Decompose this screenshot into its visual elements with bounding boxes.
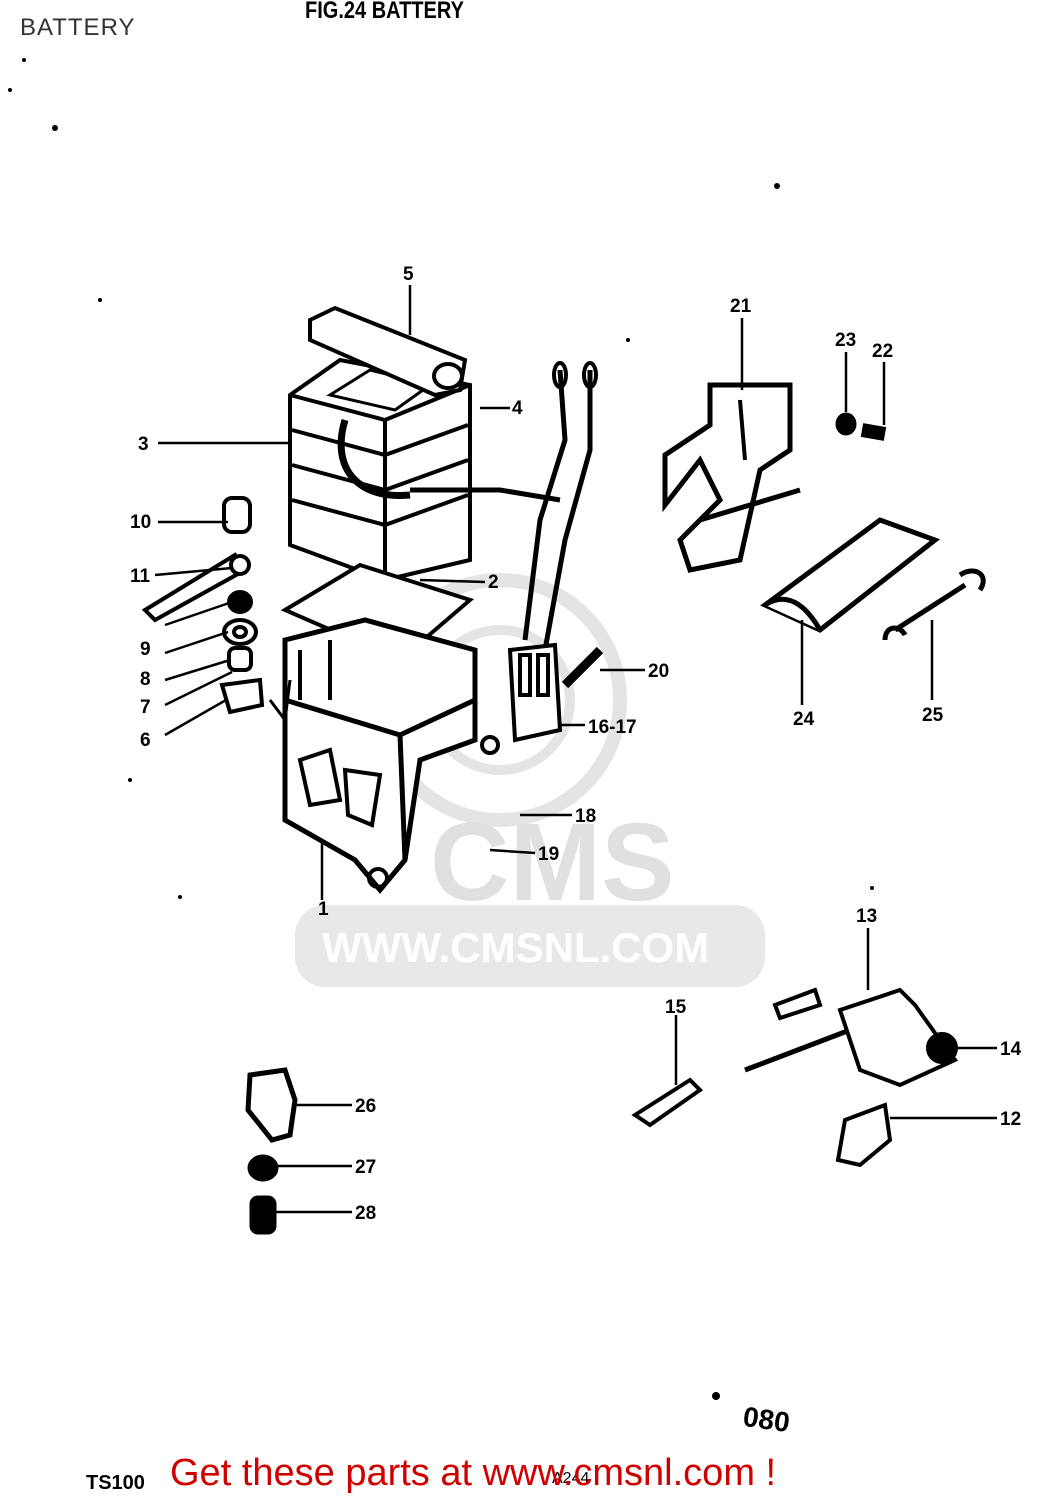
callout-4: 4 <box>512 398 523 419</box>
callout-3: 3 <box>138 434 149 455</box>
wrench-25 <box>882 568 986 641</box>
callout-18: 18 <box>575 806 596 827</box>
watermark-logo: CMS <box>430 801 674 924</box>
battery-leads <box>410 361 598 651</box>
callout-6: 6 <box>140 730 151 751</box>
callout-10: 10 <box>130 512 151 533</box>
tool-bag-24 <box>760 517 941 633</box>
leader-lines <box>154 285 997 1214</box>
battery-assembly <box>288 305 472 583</box>
watermark-url: WWW.CMSNL.COM <box>322 924 709 971</box>
callout-11: 11 <box>130 566 151 587</box>
cms-watermark: CMS WWW.CMSNL.COM <box>295 573 765 987</box>
page-title: BATTERY <box>20 14 136 41</box>
callout-8: 8 <box>140 669 151 690</box>
callout-7: 7 <box>140 697 151 718</box>
scan-specks <box>8 58 874 1400</box>
callout-14: 14 <box>1000 1039 1022 1060</box>
callout-23: 23 <box>835 330 856 351</box>
callout-1: 1 <box>318 899 329 920</box>
callout-19: 19 <box>538 844 559 865</box>
screw-20 <box>561 646 604 689</box>
callout-9: 9 <box>140 639 151 660</box>
parts-26-28 <box>245 1067 298 1235</box>
figure-title: FIG.24 BATTERY <box>305 0 464 25</box>
callout-12: 12 <box>1000 1109 1021 1130</box>
callout-2: 2 <box>488 572 499 593</box>
small-parts-6-11 <box>141 496 265 715</box>
callout-25: 25 <box>922 705 944 726</box>
callout-28: 28 <box>355 1203 376 1224</box>
callout-24: 24 <box>793 709 815 730</box>
drawing-code: A244 <box>552 1470 590 1487</box>
callout-15: 15 <box>665 997 687 1018</box>
callout-22: 22 <box>872 341 893 362</box>
callout-5: 5 <box>403 264 414 285</box>
callout-21: 21 <box>730 296 752 317</box>
callout-labels: 1 2 3 4 5 6 7 8 9 10 11 12 13 14 15 16-1… <box>130 264 1022 1224</box>
callout-27: 27 <box>355 1157 376 1178</box>
sheet-number: 080 <box>741 1400 792 1439</box>
fuse-parts <box>631 987 959 1168</box>
connector-16-17 <box>507 642 563 743</box>
model-label: TS100 <box>86 1472 145 1494</box>
bracket-21 <box>662 382 801 573</box>
callout-20: 20 <box>648 661 669 682</box>
callout-16-17: 16-17 <box>588 717 637 738</box>
promo-link[interactable]: Get these parts at www.cmsnl.com ! <box>170 1452 777 1494</box>
callout-26: 26 <box>355 1096 376 1117</box>
bolts-22-23 <box>835 412 887 441</box>
callout-13: 13 <box>856 906 877 927</box>
battery-holder <box>268 617 500 894</box>
